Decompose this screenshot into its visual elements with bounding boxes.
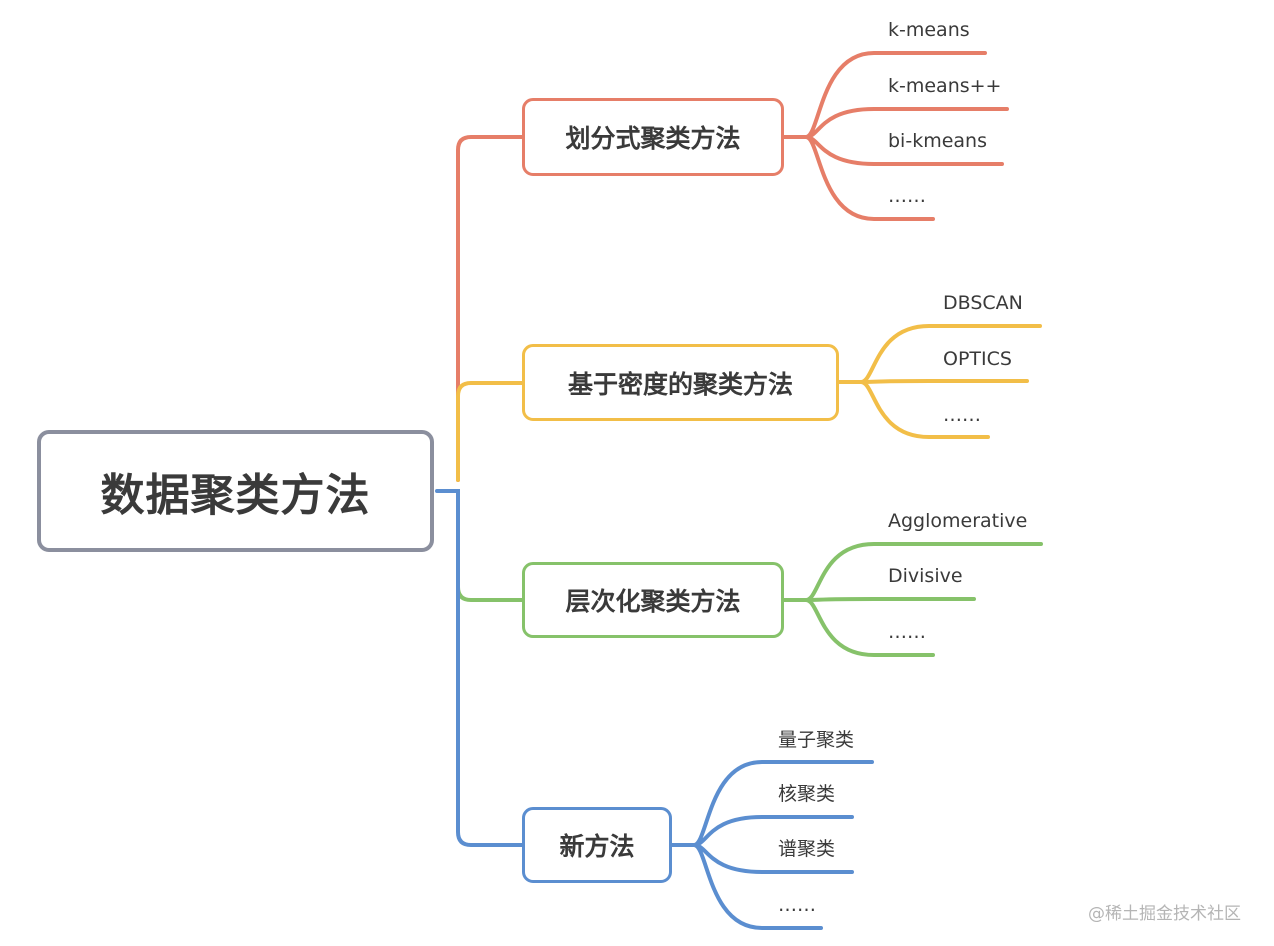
leaf-node[interactable]: k-means	[888, 19, 970, 41]
branch-node-label: 层次化聚类方法	[565, 587, 741, 616]
root-node[interactable]: 数据聚类方法	[37, 430, 434, 552]
connector-branch-3-leaves	[782, 542, 1043, 657]
leaf-node[interactable]: 量子聚类	[778, 729, 855, 751]
connector-root-to-branch-1	[456, 135, 524, 482]
branch-node-1[interactable]: 划分式聚类方法	[522, 98, 784, 176]
leaf-node[interactable]: ……	[888, 185, 926, 207]
branch-node-2[interactable]: 基于密度的聚类方法	[522, 344, 839, 421]
branch-node-label: 新方法	[559, 832, 635, 861]
leaf-node[interactable]: ……	[778, 894, 816, 916]
leaf-node[interactable]: Agglomerative	[888, 510, 1028, 532]
leaf-node[interactable]: ……	[888, 621, 926, 643]
branch-node-label: 基于密度的聚类方法	[567, 369, 793, 399]
root-node-label: 数据聚类方法	[100, 470, 371, 521]
branch-node-label: 划分式聚类方法	[565, 124, 741, 153]
connector-root-to-branch-2	[456, 381, 524, 482]
leaf-node[interactable]: Divisive	[888, 565, 963, 587]
connector-branch-4-leaves	[670, 760, 874, 930]
leaf-node[interactable]: bi-kmeans	[888, 130, 987, 152]
leaf-node[interactable]: OPTICS	[943, 348, 1012, 370]
leaf-node[interactable]: ……	[943, 404, 981, 426]
leaf-node[interactable]: k-means++	[888, 75, 1002, 97]
connector-root-to-branch-4	[435, 489, 524, 847]
connector-root-to-branch-3	[456, 498, 524, 602]
leaf-node[interactable]: DBSCAN	[943, 292, 1023, 314]
branch-node-4[interactable]: 新方法	[522, 807, 672, 883]
connector-branch-2-leaves	[837, 324, 1042, 439]
connector-branch-1-leaves	[782, 51, 1009, 221]
leaf-node[interactable]: 谱聚类	[778, 838, 836, 860]
branch-node-3[interactable]: 层次化聚类方法	[522, 562, 784, 638]
leaf-node[interactable]: 核聚类	[778, 783, 836, 805]
watermark: @稀土掘金技术社区	[1088, 904, 1241, 924]
